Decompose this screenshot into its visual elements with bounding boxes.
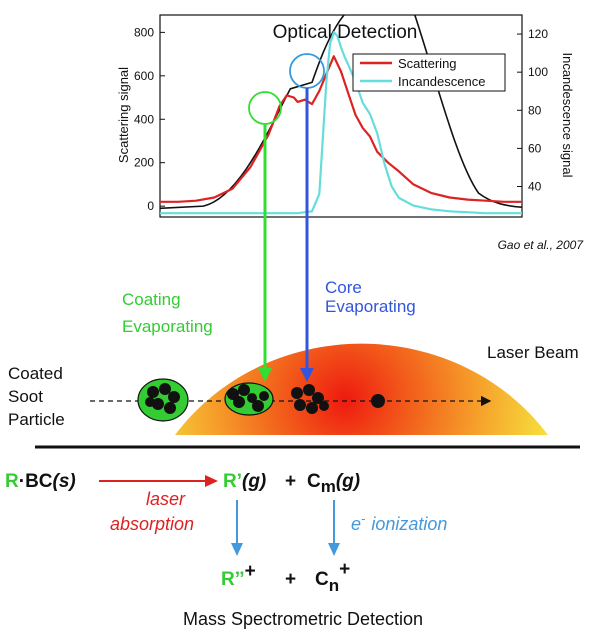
cn-sup: + [339, 559, 350, 580]
laser-arrow-head [205, 475, 218, 487]
r-prime-label: R’ [223, 471, 242, 492]
chart-frame [159, 14, 523, 218]
citation: Gao et al., 2007 [498, 238, 585, 252]
y2-tick-label: 80 [528, 103, 542, 117]
coating-peak-marker [248, 91, 282, 125]
svg-text:R’’+: R’’+ [221, 561, 256, 590]
chart-legend: Scattering Incandescence [352, 53, 506, 92]
reaction-row-1: R·BC(s) laser absorption R’(g) + Cm(g) [5, 471, 360, 534]
dot-label: · [19, 471, 25, 492]
particle-label-line2: Soot [8, 387, 43, 406]
laser-beam-region [175, 343, 548, 435]
laser-label-line2: absorption [110, 514, 194, 534]
cn-label: C [315, 569, 329, 590]
core-arrow-head [300, 368, 314, 382]
coated-particle [137, 378, 189, 422]
r-double-prime-label: R’’ [221, 569, 245, 590]
svg-text:R·BC(s): R·BC(s) [5, 471, 76, 492]
particle-label-line3: Particle [8, 410, 65, 429]
bare-core-particle [291, 384, 329, 414]
incandescence-line [160, 31, 522, 215]
svg-text:e-ionization: e-ionization [351, 511, 447, 534]
c-ionization-arrow-head [328, 543, 340, 556]
y2-axis-label: Incandescence signal [560, 52, 575, 177]
reaction-row-2: R’’+ + Cn+ [221, 559, 350, 595]
black-envelope-right [413, 15, 522, 209]
y-tick-label: 400 [134, 112, 154, 126]
evaporating-core-particle [371, 394, 385, 408]
svg-text:Cm(g): Cm(g) [307, 471, 360, 496]
coating-label-line2: Evaporating [122, 317, 213, 336]
y-tick-label: 800 [134, 25, 154, 39]
partially-coated-particle [224, 382, 274, 416]
c-label: C [307, 471, 321, 492]
plus-2: + [285, 569, 296, 590]
chart-title: Optical Detection [273, 22, 418, 43]
chart-axes: 0 200 400 600 800 40 60 80 100 120 [134, 25, 548, 213]
y-tick-label: 200 [134, 156, 154, 170]
r-double-prime-sup: + [245, 561, 256, 582]
bc-label: BC [25, 471, 53, 492]
y2-tick-label: 100 [528, 65, 548, 79]
ionization-text: ionization [371, 514, 447, 534]
cn-subscript: n [329, 576, 339, 595]
bc-phase: (s) [53, 471, 76, 492]
y2-tick-label: 120 [528, 27, 548, 41]
laser-beam-label: Laser Beam [487, 343, 579, 362]
r-label: R [5, 471, 19, 492]
svg-text:Cn+: Cn+ [315, 559, 350, 595]
ionization-e: e [351, 514, 361, 534]
footer-label: Mass Spectrometric Detection [183, 609, 423, 629]
core-label-line1: Core [325, 278, 362, 297]
core-label-line2: Evaporating [325, 297, 416, 316]
y2-tick-label: 40 [528, 180, 542, 194]
ionization-e-sup: - [361, 511, 366, 526]
plus-1: + [285, 471, 296, 492]
y-tick-label: 600 [134, 69, 154, 83]
svg-text:R’(g): R’(g) [223, 471, 266, 492]
c-phase: (g) [336, 471, 360, 492]
core-peak-marker [289, 53, 325, 89]
y2-tick-label: 60 [528, 141, 542, 155]
laser-label-line1: laser [146, 489, 186, 509]
particle-label-line1: Coated [8, 364, 63, 383]
coating-label-line1: Coating [122, 290, 181, 309]
coating-arrow-head [258, 368, 272, 382]
c-subscript: m [321, 477, 336, 496]
y-axis-label: Scattering signal [116, 67, 131, 163]
legend-label-incandescence: Incandescence [398, 74, 485, 89]
legend-label-scattering: Scattering [398, 56, 457, 71]
r-ionization-arrow-head [231, 543, 243, 556]
chart-series [160, 15, 522, 215]
r-prime-phase: (g) [242, 471, 266, 492]
y-tick-label: 0 [147, 199, 154, 213]
